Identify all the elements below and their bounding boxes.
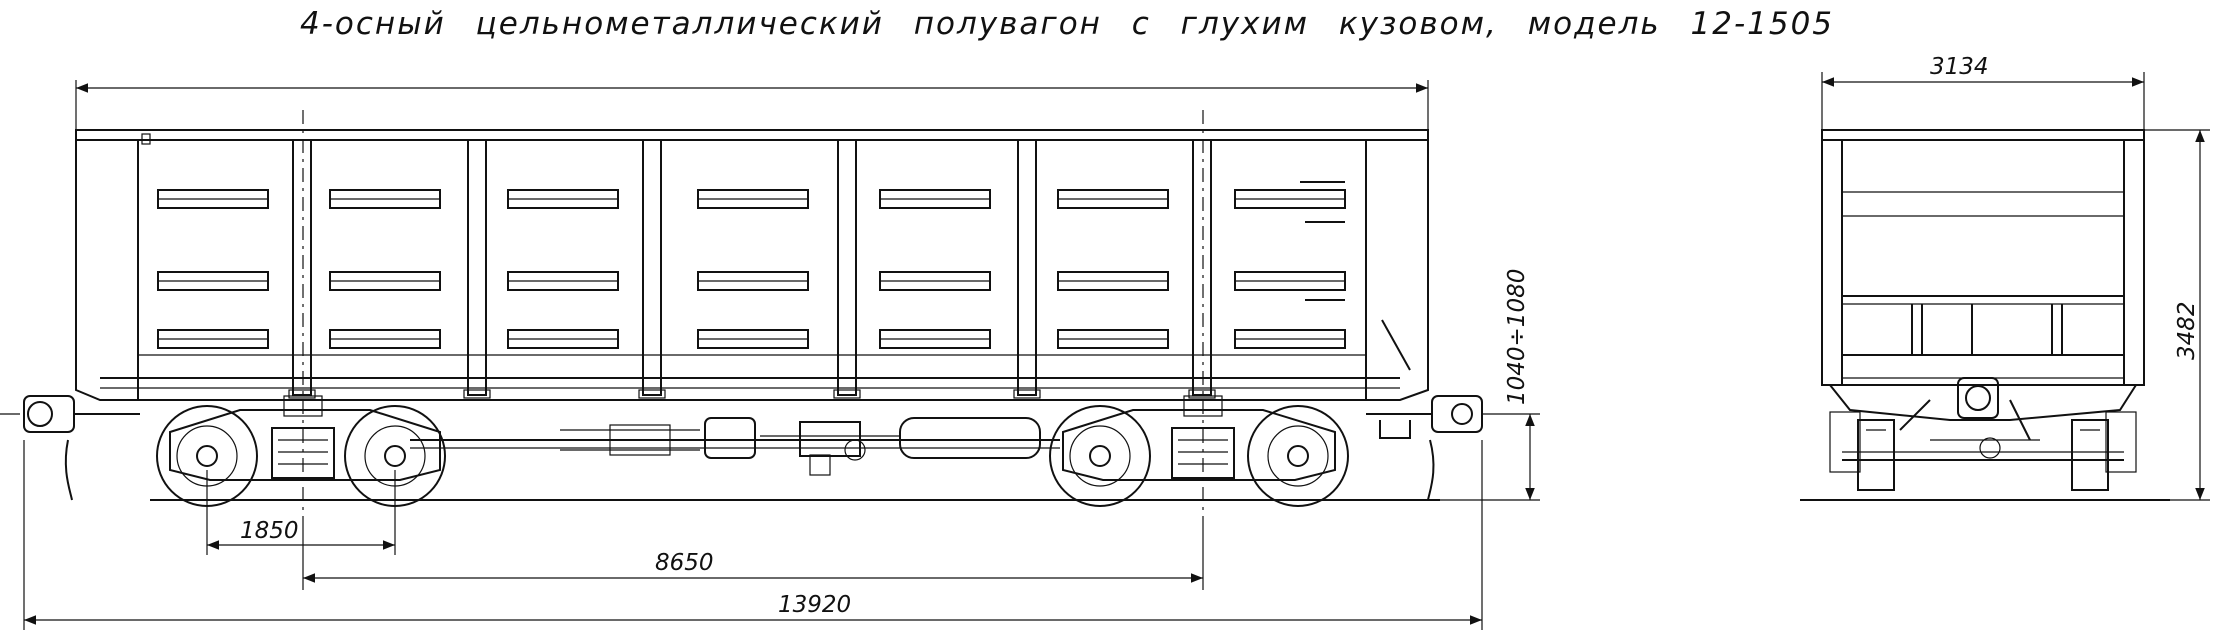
right-coupler	[1366, 319, 1483, 501]
underframe	[410, 417, 1060, 476]
side-view: 1850 8650 13920 1040÷1080	[0, 80, 1540, 630]
dim-bogie-wheelbase-label: 1850	[240, 518, 299, 544]
dim-bogie-centers-label: 8650	[655, 550, 714, 576]
dim-width-label: 3134	[1930, 54, 1989, 80]
end-view: 3134	[1800, 54, 2210, 501]
dim-width: 3134	[1821, 54, 2145, 130]
dim-height-label: 3482	[2174, 301, 2200, 360]
left-bogie	[156, 110, 446, 520]
dim-overall-length: 13920	[23, 440, 1483, 630]
side-posts	[288, 139, 1216, 399]
dim-bogie-wheelbase: 1850	[206, 470, 396, 555]
left-coupler	[0, 395, 140, 501]
dim-height: 3482	[2144, 129, 2210, 501]
dim-overall-length-label: 13920	[778, 592, 851, 618]
right-bogie	[1049, 110, 1349, 520]
end-body	[1821, 129, 2145, 386]
side-top-dimension	[75, 80, 1429, 130]
dim-coupler-height: 1040÷1080	[1440, 269, 1540, 501]
side-panel-ribs	[157, 181, 1346, 349]
drawing-title: 4-осный цельнометаллический полувагон с …	[300, 6, 1835, 42]
dim-bogie-centers: 8650	[302, 520, 1204, 590]
car-body	[75, 129, 1429, 401]
dim-coupler-height-label: 1040÷1080	[1504, 269, 1530, 405]
end-underframe	[1829, 377, 2137, 491]
